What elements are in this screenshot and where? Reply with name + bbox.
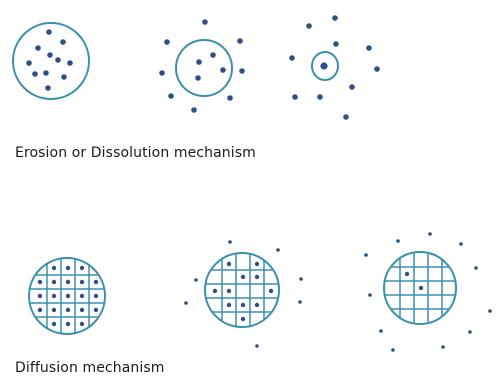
- erosion-caption: Erosion or Dissolution mechanism: [15, 145, 256, 161]
- matrix-grid: [205, 253, 279, 327]
- diffusion-stage-2: [184, 240, 303, 348]
- particle-outline: [204, 252, 280, 328]
- drug-dots: [26, 29, 73, 91]
- particle-outline: [383, 251, 457, 325]
- particle-outline: [12, 22, 90, 100]
- diffusion-caption: Diffusion mechanism: [15, 360, 165, 376]
- matrix-grid: [29, 258, 105, 334]
- particle-outline: [175, 39, 233, 97]
- diffusion-stage-3: [364, 232, 492, 352]
- erosion-stage-2: [159, 19, 245, 113]
- drug-dots: [212, 261, 274, 322]
- erosion-stage-1: [12, 22, 90, 100]
- drug-dots: [37, 265, 99, 327]
- particle-outline: [311, 51, 339, 81]
- matrix-grid: [384, 252, 456, 324]
- released-dots: [364, 232, 492, 352]
- released-dots: [184, 240, 303, 348]
- particle-outline: [28, 257, 106, 335]
- drug-dots: [404, 271, 424, 291]
- drug-dots: [159, 19, 245, 113]
- erosion-stage-3: [289, 15, 380, 120]
- drug-dots: [289, 15, 380, 120]
- diffusion-stage-1: [28, 257, 106, 335]
